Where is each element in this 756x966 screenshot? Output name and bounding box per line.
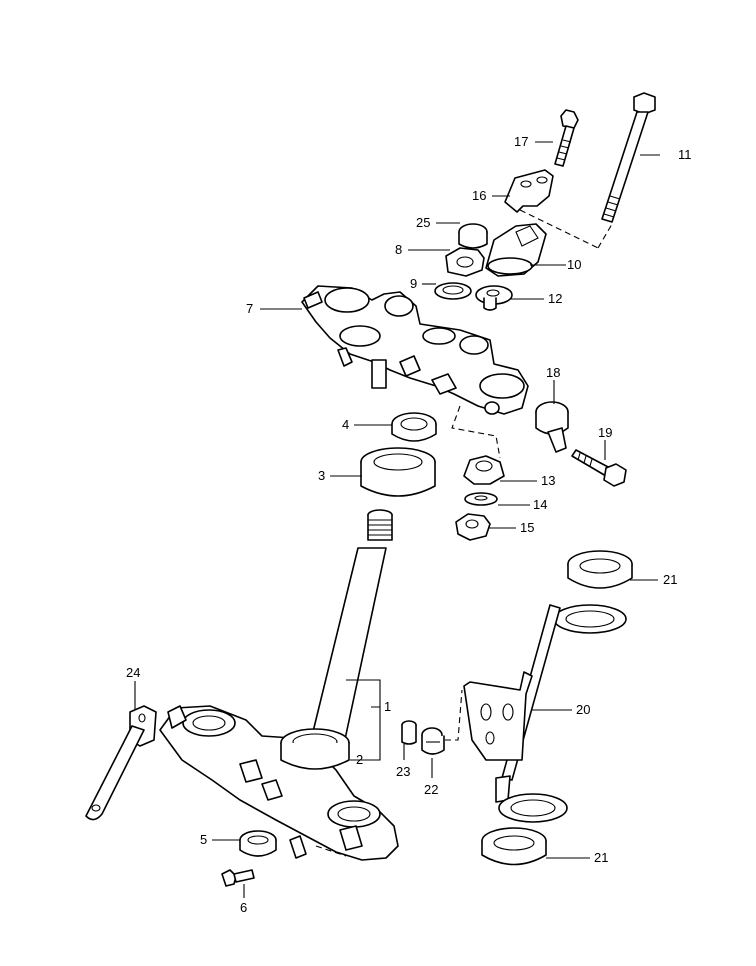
part-11-long-bolt [601, 92, 656, 223]
label-part-2: 2 [356, 752, 363, 767]
callout-labels: 17 11 16 25 8 9 10 12 7 18 4 19 3 13 14 … [126, 134, 692, 915]
part-9-washer [434, 282, 472, 300]
label-part-1: 1 [384, 699, 391, 714]
label-part-23: 23 [396, 764, 410, 779]
label-part-13: 13 [541, 473, 555, 488]
part-17-bolt [554, 109, 579, 167]
label-part-15: 15 [520, 520, 534, 535]
part-3-bearing [360, 447, 436, 497]
part-4-lock-nut [391, 412, 437, 442]
label-part-21-top: 21 [663, 572, 677, 587]
label-part-22: 22 [424, 782, 438, 797]
leader-lines [134, 141, 660, 898]
part-12-bushing [475, 285, 513, 311]
part-16-clamp-cap [504, 169, 554, 213]
label-part-5: 5 [200, 832, 207, 847]
part-6-screw [221, 869, 255, 887]
part-8-nut [445, 247, 485, 277]
part-22-rubber-mount [421, 727, 445, 755]
part-20-bracket [463, 604, 627, 823]
part-23-collar [401, 720, 417, 745]
part-5-grommet [239, 830, 277, 857]
part-18-clamp [535, 401, 569, 453]
label-part-10: 10 [567, 257, 581, 272]
label-part-8: 8 [395, 242, 402, 257]
part-13-damper [463, 455, 505, 485]
part-21-grommet-top [567, 550, 633, 589]
part-25-cap [458, 223, 488, 249]
part-24-stopper-plate [85, 705, 157, 821]
label-part-3: 3 [318, 468, 325, 483]
assembly-lines [315, 209, 613, 857]
label-part-25: 25 [416, 215, 430, 230]
part-19-bolt [571, 449, 627, 487]
label-part-19: 19 [598, 425, 612, 440]
label-part-12: 12 [548, 291, 562, 306]
label-part-20: 20 [576, 702, 590, 717]
label-part-21-bottom: 21 [594, 850, 608, 865]
label-part-16: 16 [472, 188, 486, 203]
label-part-14: 14 [533, 497, 547, 512]
label-part-24: 24 [126, 665, 140, 680]
label-part-6: 6 [240, 900, 247, 915]
label-part-9: 9 [410, 276, 417, 291]
label-part-17: 17 [514, 134, 528, 149]
label-part-18: 18 [546, 365, 560, 380]
label-part-11: 11 [678, 147, 692, 162]
part-7-upper-bracket [301, 285, 529, 415]
part-10-handlebar-holder [485, 223, 547, 277]
label-part-4: 4 [342, 417, 349, 432]
part-1-steering-stem [159, 509, 399, 861]
label-part-7: 7 [246, 301, 253, 316]
part-14-washer [464, 492, 498, 506]
part-15-nut [455, 513, 491, 541]
part-21-grommet-bottom [481, 827, 547, 866]
